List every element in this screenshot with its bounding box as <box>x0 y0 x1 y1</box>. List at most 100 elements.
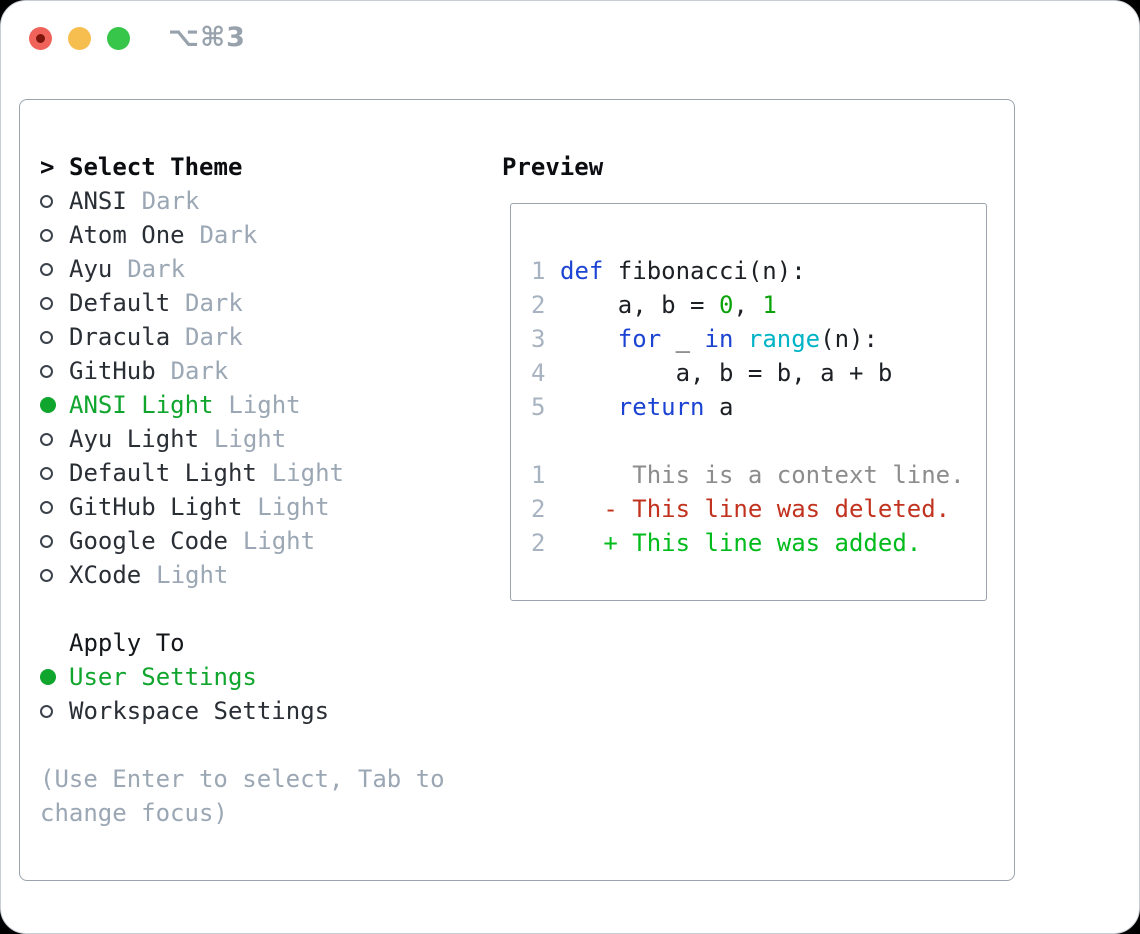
radio-icon <box>40 364 53 378</box>
theme-name: GitHub Light <box>69 493 243 521</box>
code-token-keyword: in <box>704 325 734 353</box>
code-token-literal: 0 <box>718 291 734 319</box>
code-token <box>733 325 747 353</box>
theme-list-title: Select Theme <box>69 153 243 181</box>
diff-context-text: This is a context line. <box>560 461 965 489</box>
code-token: a, b = b, a + b <box>560 359 893 387</box>
theme-option-google-code[interactable]: Google Code Light <box>40 524 445 558</box>
theme-variant: Light <box>228 391 301 419</box>
radio-icon <box>40 704 53 718</box>
theme-name: XCode <box>69 561 142 589</box>
radio-icon <box>40 296 53 310</box>
apply-to-header: Apply To <box>40 626 445 660</box>
radio-icon <box>40 194 53 208</box>
line-number: 3 <box>531 325 546 353</box>
diff-line-context: 1 This is a context line. <box>531 458 986 492</box>
zoom-button[interactable] <box>107 27 130 50</box>
radio-icon <box>40 568 53 582</box>
theme-variant: Dark <box>170 357 229 385</box>
line-number: 2 <box>531 291 546 319</box>
apply-option-label: Workspace Settings <box>69 697 330 725</box>
theme-option-github-light[interactable]: GitHub Light Light <box>40 490 445 524</box>
code-line: 3 for _ in range (n): <box>531 322 986 356</box>
code-token-keyword: def <box>560 257 604 285</box>
theme-variant: Dark <box>141 187 200 215</box>
apply-to-title: Apply To <box>69 629 185 657</box>
theme-variant: Light <box>213 425 287 453</box>
theme-variant: Dark <box>185 323 243 351</box>
radio-icon <box>40 500 53 514</box>
theme-variant: Dark <box>199 221 258 249</box>
theme-name: Atom One <box>69 221 185 249</box>
line-number: 2 <box>531 529 546 557</box>
theme-name: ANSI Light <box>69 391 214 419</box>
theme-name: Dracula <box>69 323 171 351</box>
theme-option-atom-one-dark[interactable]: Atom One Dark <box>40 218 445 252</box>
radio-icon <box>40 466 53 480</box>
apply-option-workspace-settings[interactable]: Workspace Settings <box>40 694 445 728</box>
code-line: 4 a, b = b, a + b <box>531 356 986 390</box>
theme-name: Default Light <box>69 459 257 487</box>
theme-variant: Light <box>242 527 316 555</box>
theme-option-ansi-dark[interactable]: ANSI Dark <box>40 184 445 218</box>
code-line: 1 def fibonacci(n): <box>531 254 986 288</box>
diff-deleted-text: - This line was deleted. <box>560 495 951 523</box>
code-token: , <box>733 291 763 319</box>
code-token-keyword: for <box>617 325 662 353</box>
theme-option-ayu-dark[interactable]: Ayu Dark <box>40 252 445 286</box>
theme-option-dracula-dark[interactable]: Dracula Dark <box>40 320 445 354</box>
code-token-literal: 1 <box>762 291 777 319</box>
code-token: _ <box>661 325 705 353</box>
theme-option-ansi-light[interactable]: ANSI Light Light <box>40 388 445 422</box>
theme-name: ANSI <box>69 187 127 215</box>
apply-option-label: User Settings <box>69 663 257 691</box>
radio-selected-icon <box>40 397 56 413</box>
help-text-line-2: change focus) <box>40 799 228 827</box>
line-number: 2 <box>531 495 546 523</box>
diff-line-added: 2 + This line was added. <box>531 526 986 560</box>
theme-list-header: > Select Theme <box>40 150 445 184</box>
radio-icon <box>40 228 53 242</box>
code-token: (n): <box>820 325 878 353</box>
theme-name: Google Code <box>69 527 228 555</box>
code-token: a, b = <box>560 291 719 319</box>
theme-option-default-light[interactable]: Default Light Light <box>40 456 445 490</box>
radio-icon <box>40 534 53 548</box>
theme-variant: Light <box>271 459 344 487</box>
theme-name: GitHub <box>69 357 156 385</box>
minimize-button[interactable] <box>68 27 91 50</box>
main-panel: > Select Theme ANSI Dark Atom One Dark A… <box>19 99 1015 881</box>
diff-line-deleted: 2 - This line was deleted. <box>531 492 986 526</box>
code-token-builtin: range <box>747 325 821 353</box>
theme-option-github-dark[interactable]: GitHub Dark <box>40 354 445 388</box>
theme-name: Ayu Light <box>69 425 200 453</box>
line-number: 4 <box>531 359 546 387</box>
theme-option-default-dark[interactable]: Default Dark <box>40 286 445 320</box>
code-token-keyword: return <box>617 393 705 421</box>
help-text-line-1: (Use Enter to select, Tab to <box>40 765 445 793</box>
line-number: 1 <box>531 461 546 489</box>
radio-icon <box>40 432 53 446</box>
line-number: 1 <box>531 257 546 285</box>
code-token: fibonacci(n): <box>603 257 806 285</box>
theme-option-xcode[interactable]: XCode Light <box>40 558 445 592</box>
theme-option-ayu-light[interactable]: Ayu Light Light <box>40 422 445 456</box>
preview-box: 1 def fibonacci(n): 2 a, b = 0 , 1 3 for… <box>510 203 987 601</box>
theme-name: Default <box>69 289 171 317</box>
theme-variant: Dark <box>185 289 243 317</box>
diff-added-text: + This line was added. <box>560 529 922 557</box>
window-controls <box>29 27 130 50</box>
code-line: 5 return a <box>531 390 986 424</box>
apply-option-user-settings[interactable]: User Settings <box>40 660 445 694</box>
code-token <box>560 393 618 421</box>
theme-variant: Light <box>257 493 330 521</box>
code-token: a <box>704 393 734 421</box>
window-title: ⌥⌘3 <box>168 22 246 53</box>
theme-variant: Dark <box>127 255 186 283</box>
radio-icon <box>40 262 53 276</box>
cursor-marker-icon: > <box>40 153 55 181</box>
line-number: 5 <box>531 393 546 421</box>
close-button[interactable] <box>29 27 52 50</box>
radio-icon <box>40 330 53 344</box>
